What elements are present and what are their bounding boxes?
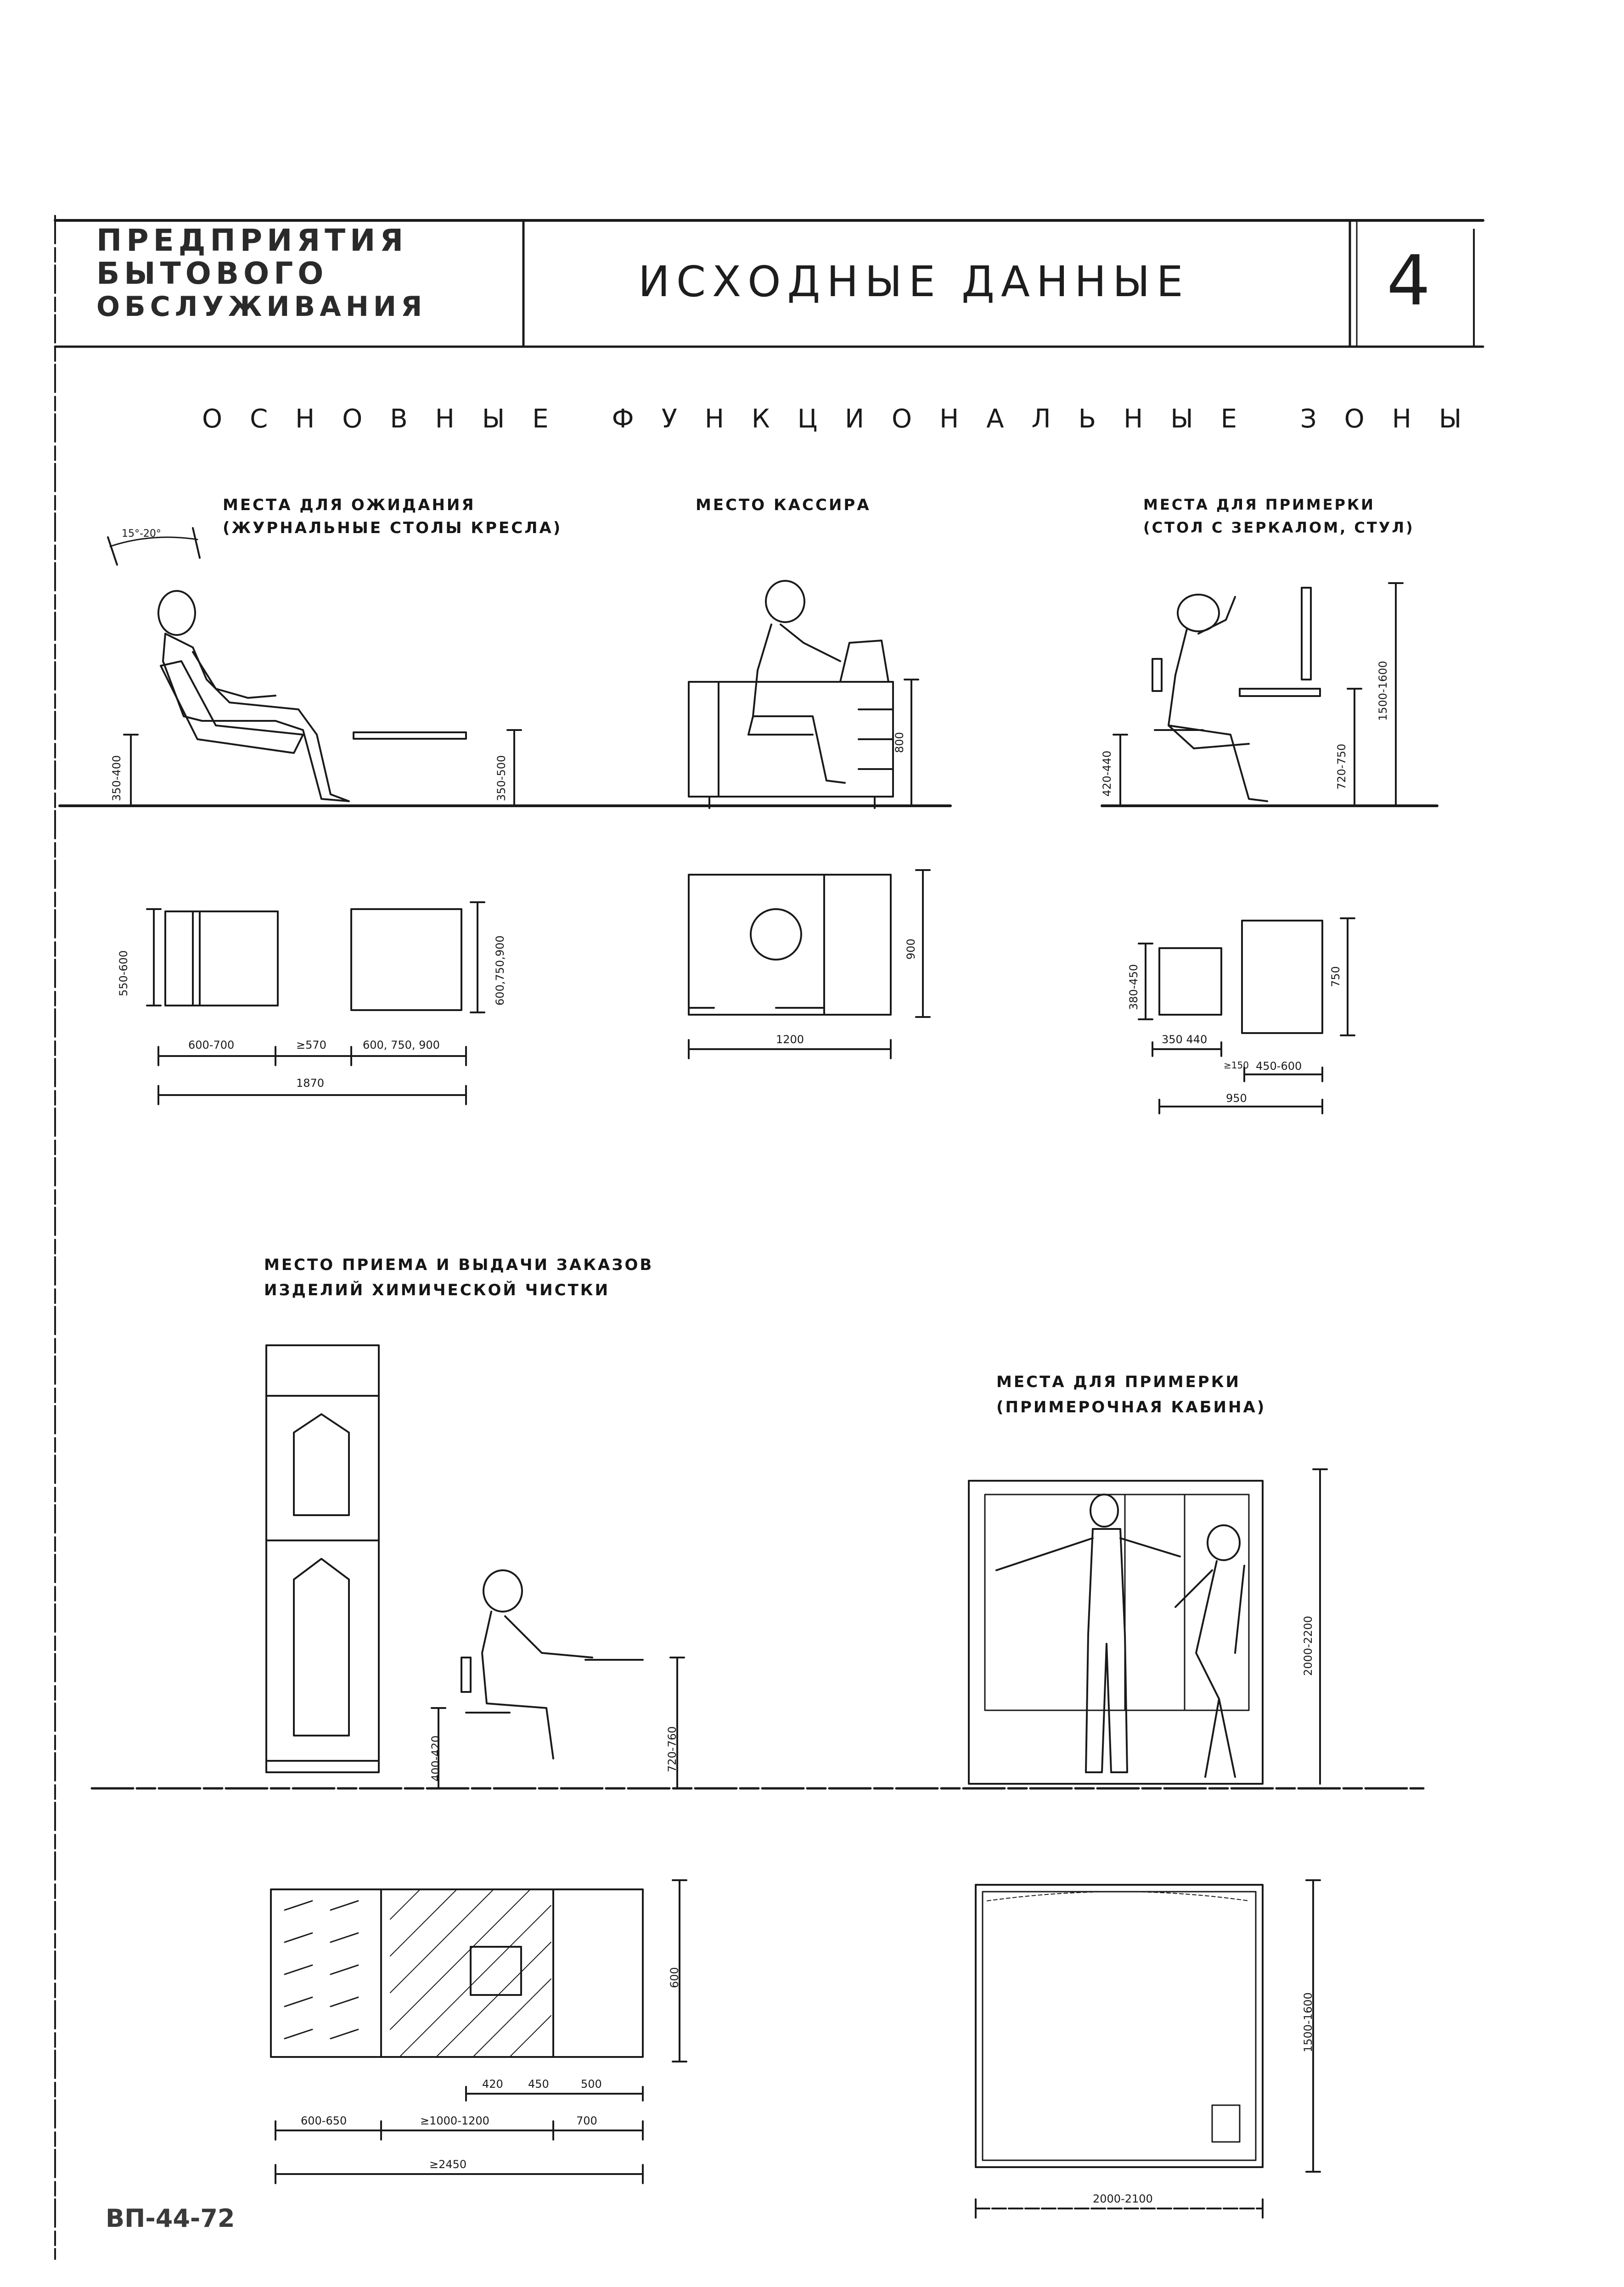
dc-small-3: 500 xyxy=(581,2078,602,2090)
waiting-elevation xyxy=(60,528,521,806)
section-title: ОСНОВНЫЕ ФУНКЦИОНАЛЬНЫЕ ЗОНЫ xyxy=(202,404,1489,434)
org-name-line-2: БЫТОВОГО xyxy=(96,256,328,291)
dc-small-1: 420 xyxy=(482,2078,503,2090)
dc-seat-height: 400-420 xyxy=(429,1735,442,1781)
waiting-chair-width: 600-700 xyxy=(188,1039,235,1051)
dc-counter: 700 xyxy=(576,2114,597,2127)
waiting-gap: ≥570 xyxy=(296,1039,326,1051)
fitting-table-title-2: (СТОЛ С ЗЕРКАЛОМ, СТУЛ) xyxy=(1143,519,1415,536)
fitting-booth-title-2: (ПРИМЕРОЧНАЯ КАБИНА) xyxy=(996,1398,1266,1416)
fitting-booth-plan xyxy=(976,1880,1320,2218)
waiting-table-height: 350-500 xyxy=(495,755,508,801)
dry-cleaning-title-1: МЕСТО ПРИЕМА И ВЫДАЧИ ЗАКАЗОВ xyxy=(264,1256,654,1274)
dry-cleaning-title-2: ИЗДЕЛИЙ ХИМИЧЕСКОЙ ЧИСТКИ xyxy=(264,1281,610,1299)
fitting-booth-title-1: МЕСТА ДЛЯ ПРИМЕРКИ xyxy=(996,1373,1241,1391)
cashier-title: МЕСТО КАССИРА xyxy=(696,496,871,514)
booth-width: 2000-2100 xyxy=(1093,2192,1153,2205)
fitting-stool-depth: 380-450 xyxy=(1127,964,1140,1010)
waiting-seat-height: 350-400 xyxy=(110,755,123,801)
fitting-table-plan xyxy=(1139,918,1354,1113)
fitting-gap: ≥150 xyxy=(1224,1060,1249,1071)
waiting-title-1: МЕСТА ДЛЯ ОЖИДАНИЯ xyxy=(223,496,476,514)
dc-counter-height: 720-760 xyxy=(666,1726,679,1772)
dry-cleaning-plan xyxy=(271,1880,686,2183)
fitting-total: 950 xyxy=(1226,1092,1247,1105)
booth-depth: 1500-1600 xyxy=(1302,1992,1315,2052)
cashier-desk-height: 800 xyxy=(893,732,906,753)
waiting-table-size-v: 600,750,900 xyxy=(494,935,506,1006)
fitting-mirror-height: 1500-1600 xyxy=(1377,661,1389,721)
fitting-seat-height: 420-440 xyxy=(1101,750,1113,797)
dc-total: ≥2450 xyxy=(429,2158,467,2171)
fitting-table-elevation xyxy=(1102,583,1437,806)
dry-cleaning-elevation xyxy=(92,1345,1423,1788)
document-code: ВП-44-72 xyxy=(106,2204,235,2233)
waiting-angle: 15°-20° xyxy=(122,528,161,539)
fitting-table-depth: 750 xyxy=(1329,966,1342,987)
org-name-line-1: ПРЕДПРИЯТИЯ xyxy=(96,223,408,258)
sheet-title: ИСХОДНЫЕ ДАННЫЕ xyxy=(638,257,1190,306)
dc-middle: ≥1000-1200 xyxy=(420,2114,489,2127)
fitting-table-title-1: МЕСТА ДЛЯ ПРИМЕРКИ xyxy=(1143,496,1375,513)
fitting-stool-width: 350 440 xyxy=(1162,1033,1208,1046)
fitting-table-height: 720-750 xyxy=(1335,743,1348,790)
sheet-number: 4 xyxy=(1387,241,1431,321)
cashier-width: 1200 xyxy=(776,1033,804,1046)
dc-small-2: 450 xyxy=(528,2078,549,2090)
fitting-booth-elevation xyxy=(969,1469,1327,1784)
frame xyxy=(55,216,1483,2259)
dc-depth: 600 xyxy=(668,1967,681,1988)
dc-rack: 600-650 xyxy=(301,2114,347,2127)
waiting-plan xyxy=(147,902,484,1104)
cashier-elevation xyxy=(514,581,950,808)
waiting-chair-depth: 550-600 xyxy=(117,950,130,996)
waiting-table-size-h: 600, 750, 900 xyxy=(363,1039,440,1051)
cashier-depth: 900 xyxy=(905,938,917,960)
booth-height: 2000-2200 xyxy=(1302,1616,1315,1676)
cashier-plan xyxy=(689,870,930,1058)
waiting-title-2: (ЖУРНАЛЬНЫЕ СТОЛЫ КРЕСЛА) xyxy=(223,519,562,537)
org-name-line-3: ОБСЛУЖИВАНИЯ xyxy=(96,291,427,323)
waiting-total: 1870 xyxy=(296,1077,325,1090)
fitting-table-width: 450-600 xyxy=(1256,1060,1302,1073)
